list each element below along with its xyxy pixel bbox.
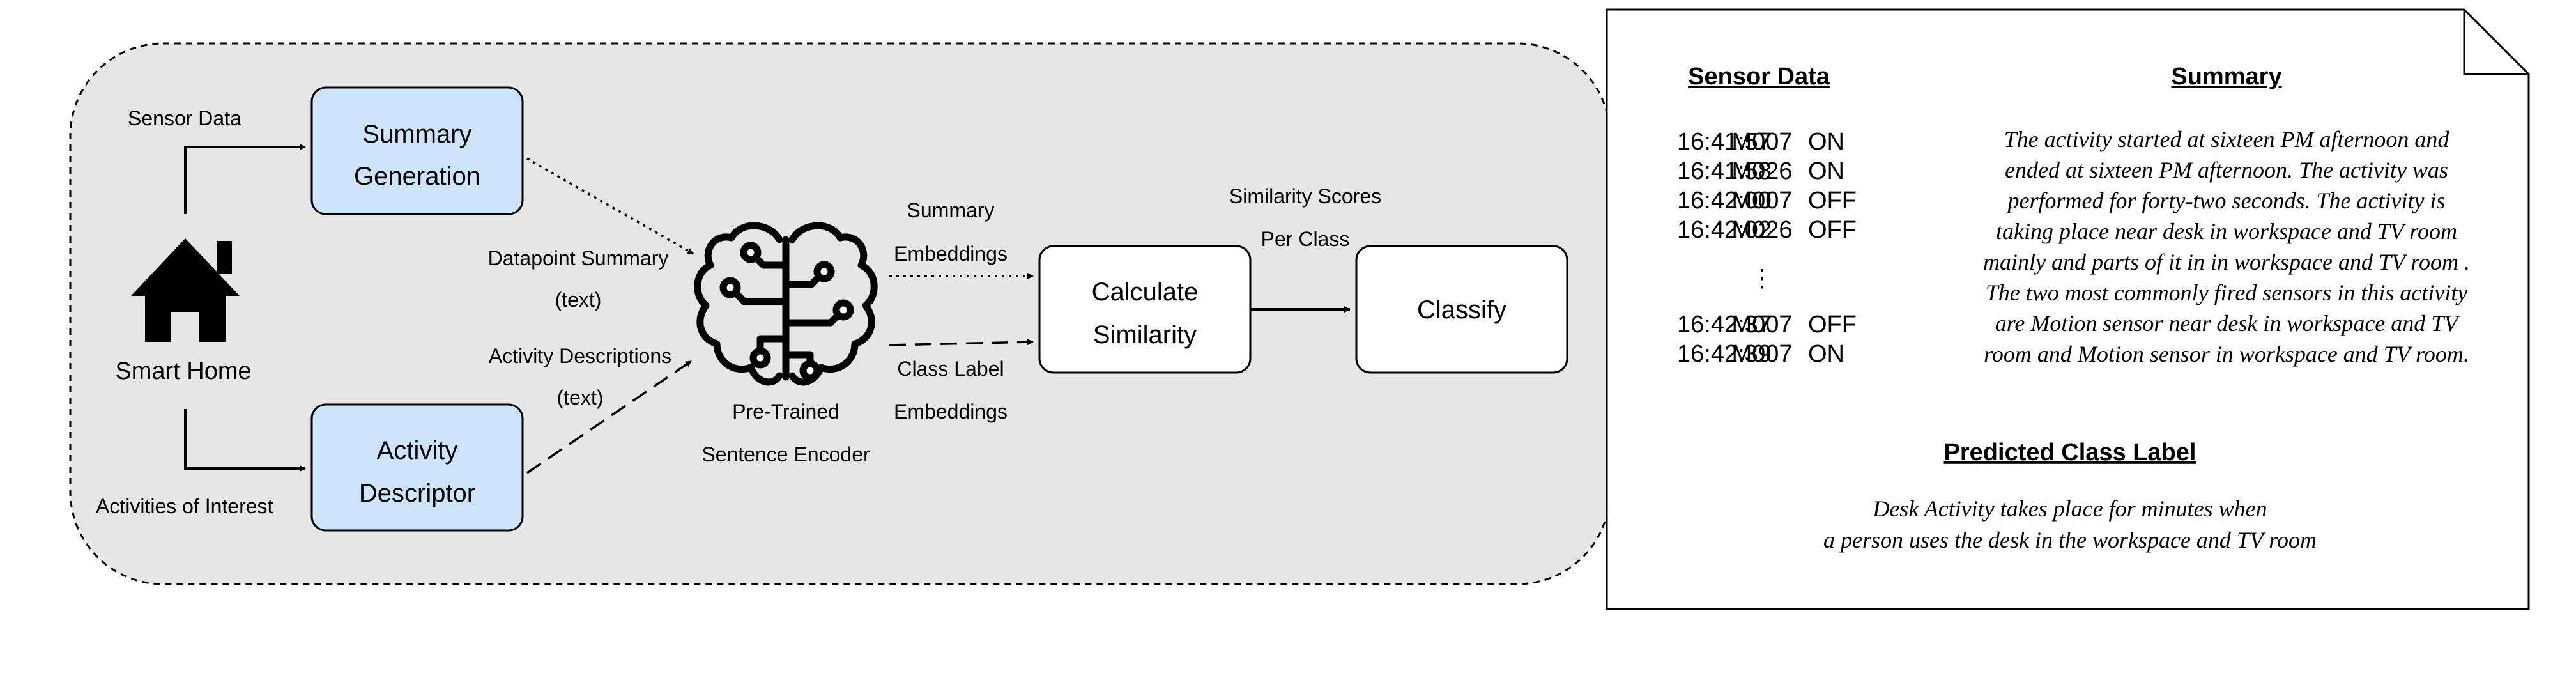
sensor-row: 16:42:02 M026 OFF: [1677, 217, 1857, 243]
summary-embeddings-label: Summary: [907, 199, 995, 222]
predicted-class-line: a person uses the desk in the workspace …: [1823, 527, 2317, 553]
sensor-row: 16:42:39 M007 ON: [1677, 341, 1844, 367]
sensor-id: M007: [1731, 341, 1792, 367]
class-label-embeddings-label-2: Embeddings: [894, 400, 1008, 423]
sensor-id: M026: [1731, 158, 1792, 185]
example-panel: [1606, 8, 2530, 610]
activity-descriptor-label: Activity: [377, 437, 458, 465]
sensor-state: ON: [1808, 341, 1844, 367]
summary-line: taking place near desk in workspace and …: [1996, 219, 2457, 244]
sensor-row: 16:42:00 M007 OFF: [1677, 187, 1857, 214]
brain-circuit-icon: [694, 222, 878, 386]
sensor-state: ON: [1808, 128, 1844, 155]
sensor-data-title: Sensor Data: [1688, 63, 1830, 90]
sensor-state: OFF: [1808, 187, 1857, 214]
datapoint-summary-label: Datapoint Summary: [488, 247, 669, 270]
summary-line: performed for forty-two seconds. The act…: [2006, 188, 2446, 213]
similarity-scores-label-2: Per Class: [1261, 228, 1350, 251]
encoder-label-2: Sentence Encoder: [702, 443, 870, 466]
sensor-state: OFF: [1808, 311, 1857, 338]
summary-line: are Motion sensor near desk in workspace…: [1995, 311, 2461, 336]
summary-line: The activity started at sixteen PM after…: [2004, 127, 2450, 152]
activity-descriptions-text-label: (text): [557, 386, 604, 409]
activity-descriptor-label-2: Descriptor: [359, 479, 475, 507]
sensor-state: ON: [1808, 158, 1844, 185]
page-fold: [2463, 10, 2529, 75]
summary-generation-label: Summary: [362, 120, 471, 148]
summary-line: ended at sixteen PM afternoon. The activ…: [2005, 157, 2448, 183]
sensor-id: M007: [1731, 311, 1792, 338]
sensor-time: 16:42:00: [1677, 187, 1772, 214]
summary-embeddings-label-2: Embeddings: [894, 242, 1008, 265]
sensor-data-label: Sensor Data: [128, 107, 241, 130]
sensor-time: 16:42:02: [1677, 217, 1772, 243]
summary-line: room and Motion sensor in workspace and …: [1984, 341, 2469, 367]
summary-line: mainly and parts of it in in workspace a…: [1983, 249, 2470, 275]
sensor-time: 16:42:37: [1677, 311, 1772, 338]
encoder-label: Pre-Trained: [732, 400, 839, 423]
sensor-time: 16:41:57: [1677, 128, 1772, 155]
house-icon: [131, 238, 240, 342]
sensor-id: M007: [1731, 187, 1792, 214]
sensor-row: 16:41:58 M026 ON: [1677, 158, 1844, 185]
activities-of-interest-label: Activities of Interest: [96, 495, 273, 518]
sensor-id: M007: [1731, 128, 1792, 155]
classify-label: Classify: [1417, 296, 1506, 324]
sensor-ellipsis: ⋮: [1750, 265, 1774, 292]
similarity-scores-label: Similarity Scores: [1229, 185, 1381, 208]
summary-generation-box: [310, 86, 524, 215]
sensor-row: 16:42:37 M007 OFF: [1677, 311, 1857, 338]
calculate-similarity-label: Calculate: [1092, 278, 1199, 306]
smart-home-label: Smart Home: [115, 358, 251, 385]
sensor-row: 16:41:57 M007 ON: [1677, 128, 1844, 155]
class-label-embeddings-label: Class Label: [897, 357, 1004, 380]
predicted-class-title: Predicted Class Label: [1944, 439, 2196, 466]
datapoint-summary-text-label: (text): [555, 288, 602, 311]
sensor-data-arrow: [184, 144, 306, 214]
descriptor-to-encoder-arrow: [526, 360, 692, 474]
summary-title: Summary: [2171, 63, 2281, 90]
classify-box: [1355, 245, 1568, 374]
activity-descriptor-box: [310, 403, 524, 532]
summary-line: The two most commonly fired sensors in t…: [1986, 280, 2468, 305]
sensor-state: OFF: [1808, 217, 1857, 243]
activity-descriptions-label: Activity Descriptions: [489, 344, 671, 367]
sensor-time: 16:42:39: [1677, 341, 1772, 367]
predicted-class-line: Desk Activity takes place for minutes wh…: [1872, 496, 2267, 522]
sensor-time: 16:41:58: [1677, 158, 1772, 185]
activities-arrow: [184, 409, 306, 472]
sensor-id: M026: [1731, 217, 1792, 243]
calculate-similarity-box: [1038, 245, 1252, 374]
summary-generation-label-2: Generation: [354, 162, 480, 190]
calculate-similarity-label-2: Similarity: [1093, 321, 1197, 349]
